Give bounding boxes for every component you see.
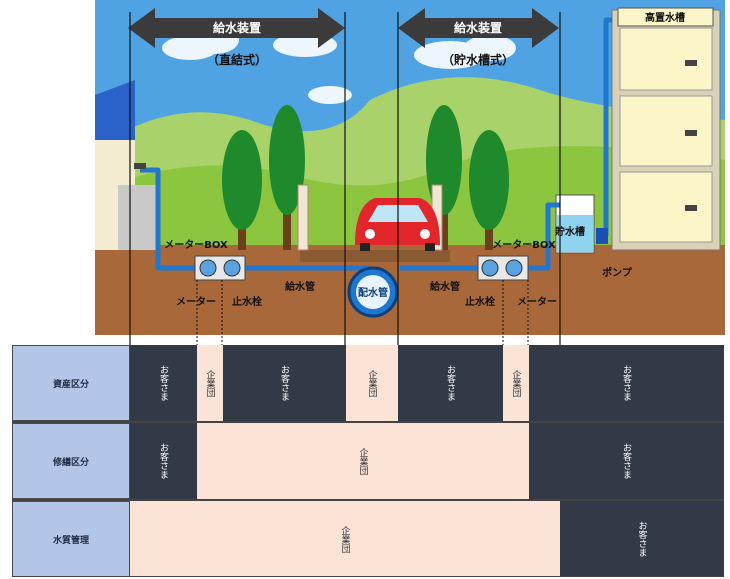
right-arrow-label: 給水装置 [454,20,502,35]
cell-repair-customer-2: お客さま [529,423,724,499]
storage-tank-label: 貯水槽 [555,225,585,238]
cell-repair-customer-1: お客さま [130,423,197,499]
row-header-repair: 修繕区分 [12,423,130,499]
cell-quality-customer: お客さま [560,501,724,577]
tank-label: 高置水槽 [645,11,685,24]
boundary-lines [129,12,561,345]
building [611,7,721,251]
main-pipe-label: 配水管 [358,286,388,299]
right-method: （貯水槽式） [442,52,514,67]
left-method: （直結式） [207,52,267,67]
row-divider [12,576,724,577]
meter-icon [199,259,217,277]
pump-label: ポンプ [602,266,633,279]
cell-asset-customer-4: お客さま [529,345,724,421]
left-meter-label: メーター [176,296,216,308]
right-meter-label: メーター [517,296,557,308]
cell-asset-utility-1: 企業団 [197,345,223,421]
cell-asset-customer-1: お客さま [130,345,197,421]
main-pipe-inner [356,275,390,309]
row-divider [12,499,724,501]
arrow-right [398,8,559,48]
cell-asset-utility-3: 企業団 [503,345,529,421]
stopcock-icon [223,259,241,277]
house [95,80,158,250]
cell-repair-utility: 企業団 [197,423,529,499]
pump-icon [596,228,608,244]
row-header-quality: 水質管理 [12,501,130,577]
cell-asset-utility-2: 企業団 [346,345,398,421]
row-divider [12,421,724,423]
cell-asset-customer-2: お客さま [223,345,346,421]
faucets [134,60,697,211]
water-supply-diagram: 給水装置 給水装置 （直結式） （貯水槽式） 高置水槽 貯水槽 ポンプ 配水管 … [95,0,725,345]
cell-asset-customer-3: お客さま [398,345,503,421]
storage-tank [555,194,595,254]
left-meterbox-label: メーターBOX [164,239,228,251]
responsibility-table: 資産区分 お客さま 企業団 お客さま 企業団 お客さま 企業団 お客さま 修繕区… [12,345,724,577]
meter-guides [196,280,529,345]
right-meterbox-label: メーターBOX [492,239,556,251]
right-stopcock-label: 止水栓 [465,295,495,308]
arrow-left [128,8,345,48]
left-stopcock-label: 止水栓 [232,295,262,308]
left-supply-pipe-label: 給水管 [285,280,315,293]
cell-quality-utility: 企業団 [130,501,560,577]
right-supply-pipe-label: 給水管 [430,280,460,293]
row-header-asset: 資産区分 [12,345,130,421]
left-arrow-label: 給水装置 [213,20,261,35]
stopcock-icon [481,259,499,277]
wall-left [297,184,309,251]
road [300,250,450,262]
meter-icon [505,259,523,277]
